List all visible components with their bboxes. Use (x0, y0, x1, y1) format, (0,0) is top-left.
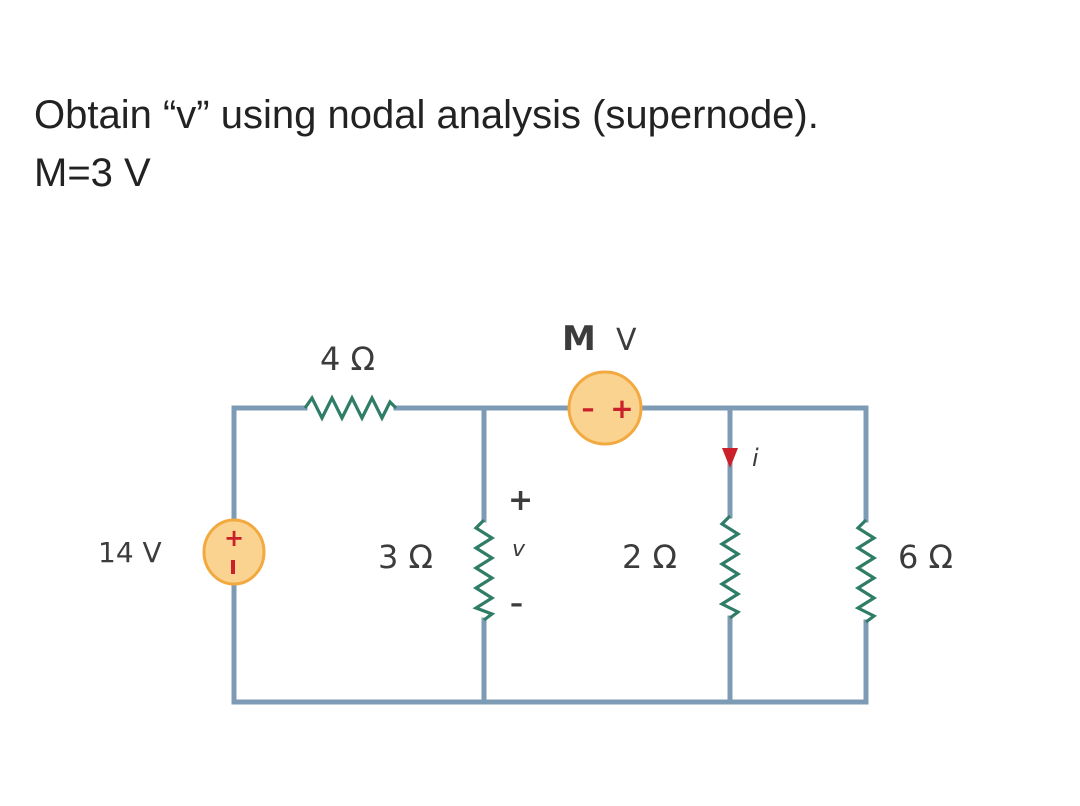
resistor-6ohm (854, 518, 878, 624)
label-r4: 4 Ω (320, 340, 375, 378)
voltage-source-14v: + (202, 518, 266, 586)
label-r6: 6 Ω (898, 538, 953, 576)
problem-text: Obtain “v” using nodal analysis (superno… (34, 93, 819, 137)
label-v-plus: + (508, 483, 533, 518)
svg-text:+: + (610, 392, 633, 425)
label-vs14: 14 V (98, 536, 162, 569)
label-current-i: i (752, 444, 759, 472)
label-v: v (512, 537, 526, 562)
label-dep-v: V (616, 323, 637, 358)
label-r3: 3 Ω (378, 538, 433, 576)
label-v-minus: – (510, 589, 523, 619)
svg-text:–: – (582, 394, 595, 424)
label-dep-m: M (562, 319, 596, 359)
given-value: M=3 V (34, 151, 151, 195)
circuit-wires (231, 405, 869, 705)
dependent-voltage-source: – + (567, 370, 643, 446)
resistor-2ohm (718, 514, 742, 620)
current-arrow (722, 448, 738, 468)
resistor-3ohm (472, 518, 496, 622)
problem-statement: Obtain “v” using nodal analysis (superno… (34, 86, 819, 202)
label-r2: 2 Ω (622, 538, 677, 576)
resistor-4ohm (303, 394, 398, 422)
svg-text:+: + (224, 524, 244, 552)
